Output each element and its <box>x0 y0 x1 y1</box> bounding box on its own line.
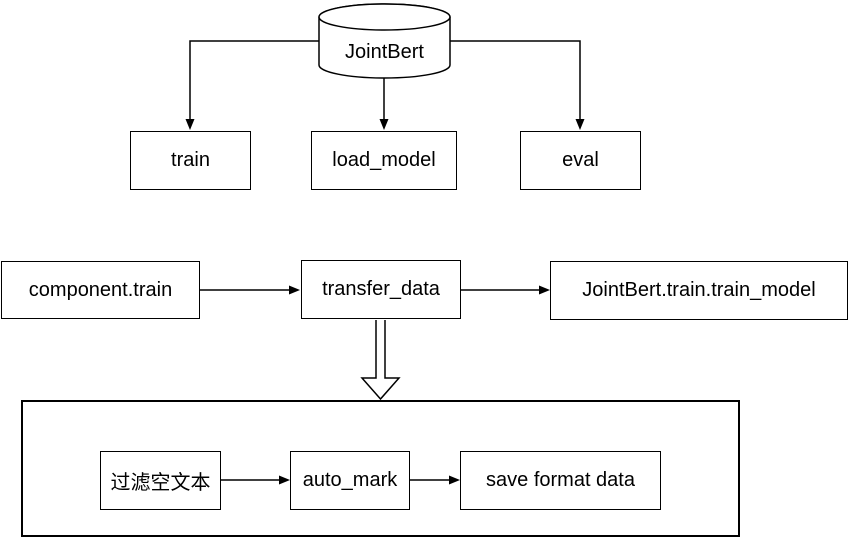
node-filter-empty-text: 过滤空文本 <box>100 451 221 510</box>
node-eval: eval <box>520 131 641 190</box>
node-transfer-data: transfer_data <box>301 260 461 319</box>
node-jointbert-cylinder-label: JointBert <box>345 40 424 63</box>
arrowhead-train <box>185 119 195 130</box>
arrowhead-save-format <box>449 475 460 485</box>
node-component-train: component.train <box>1 261 200 319</box>
node-auto-mark: auto_mark <box>290 451 410 510</box>
arrowhead-train-model <box>539 285 550 295</box>
arrowhead-load-model <box>379 119 389 130</box>
connector-jointbert-train <box>189 40 319 123</box>
arrowhead-eval <box>575 119 585 130</box>
arrowhead-auto-mark <box>279 475 290 485</box>
connector-jointbert-eval <box>450 40 581 123</box>
block-arrow-down <box>360 320 401 401</box>
node-train: train <box>130 131 251 190</box>
node-save-format-data: save format data <box>460 451 661 510</box>
subprocess-container <box>21 400 740 537</box>
arrowhead-transfer-data <box>289 285 300 295</box>
node-jointbert-train-train-model: JointBert.train.train_model <box>550 261 848 320</box>
database-cylinder-top <box>318 3 451 31</box>
node-load-model: load_model <box>311 131 457 190</box>
